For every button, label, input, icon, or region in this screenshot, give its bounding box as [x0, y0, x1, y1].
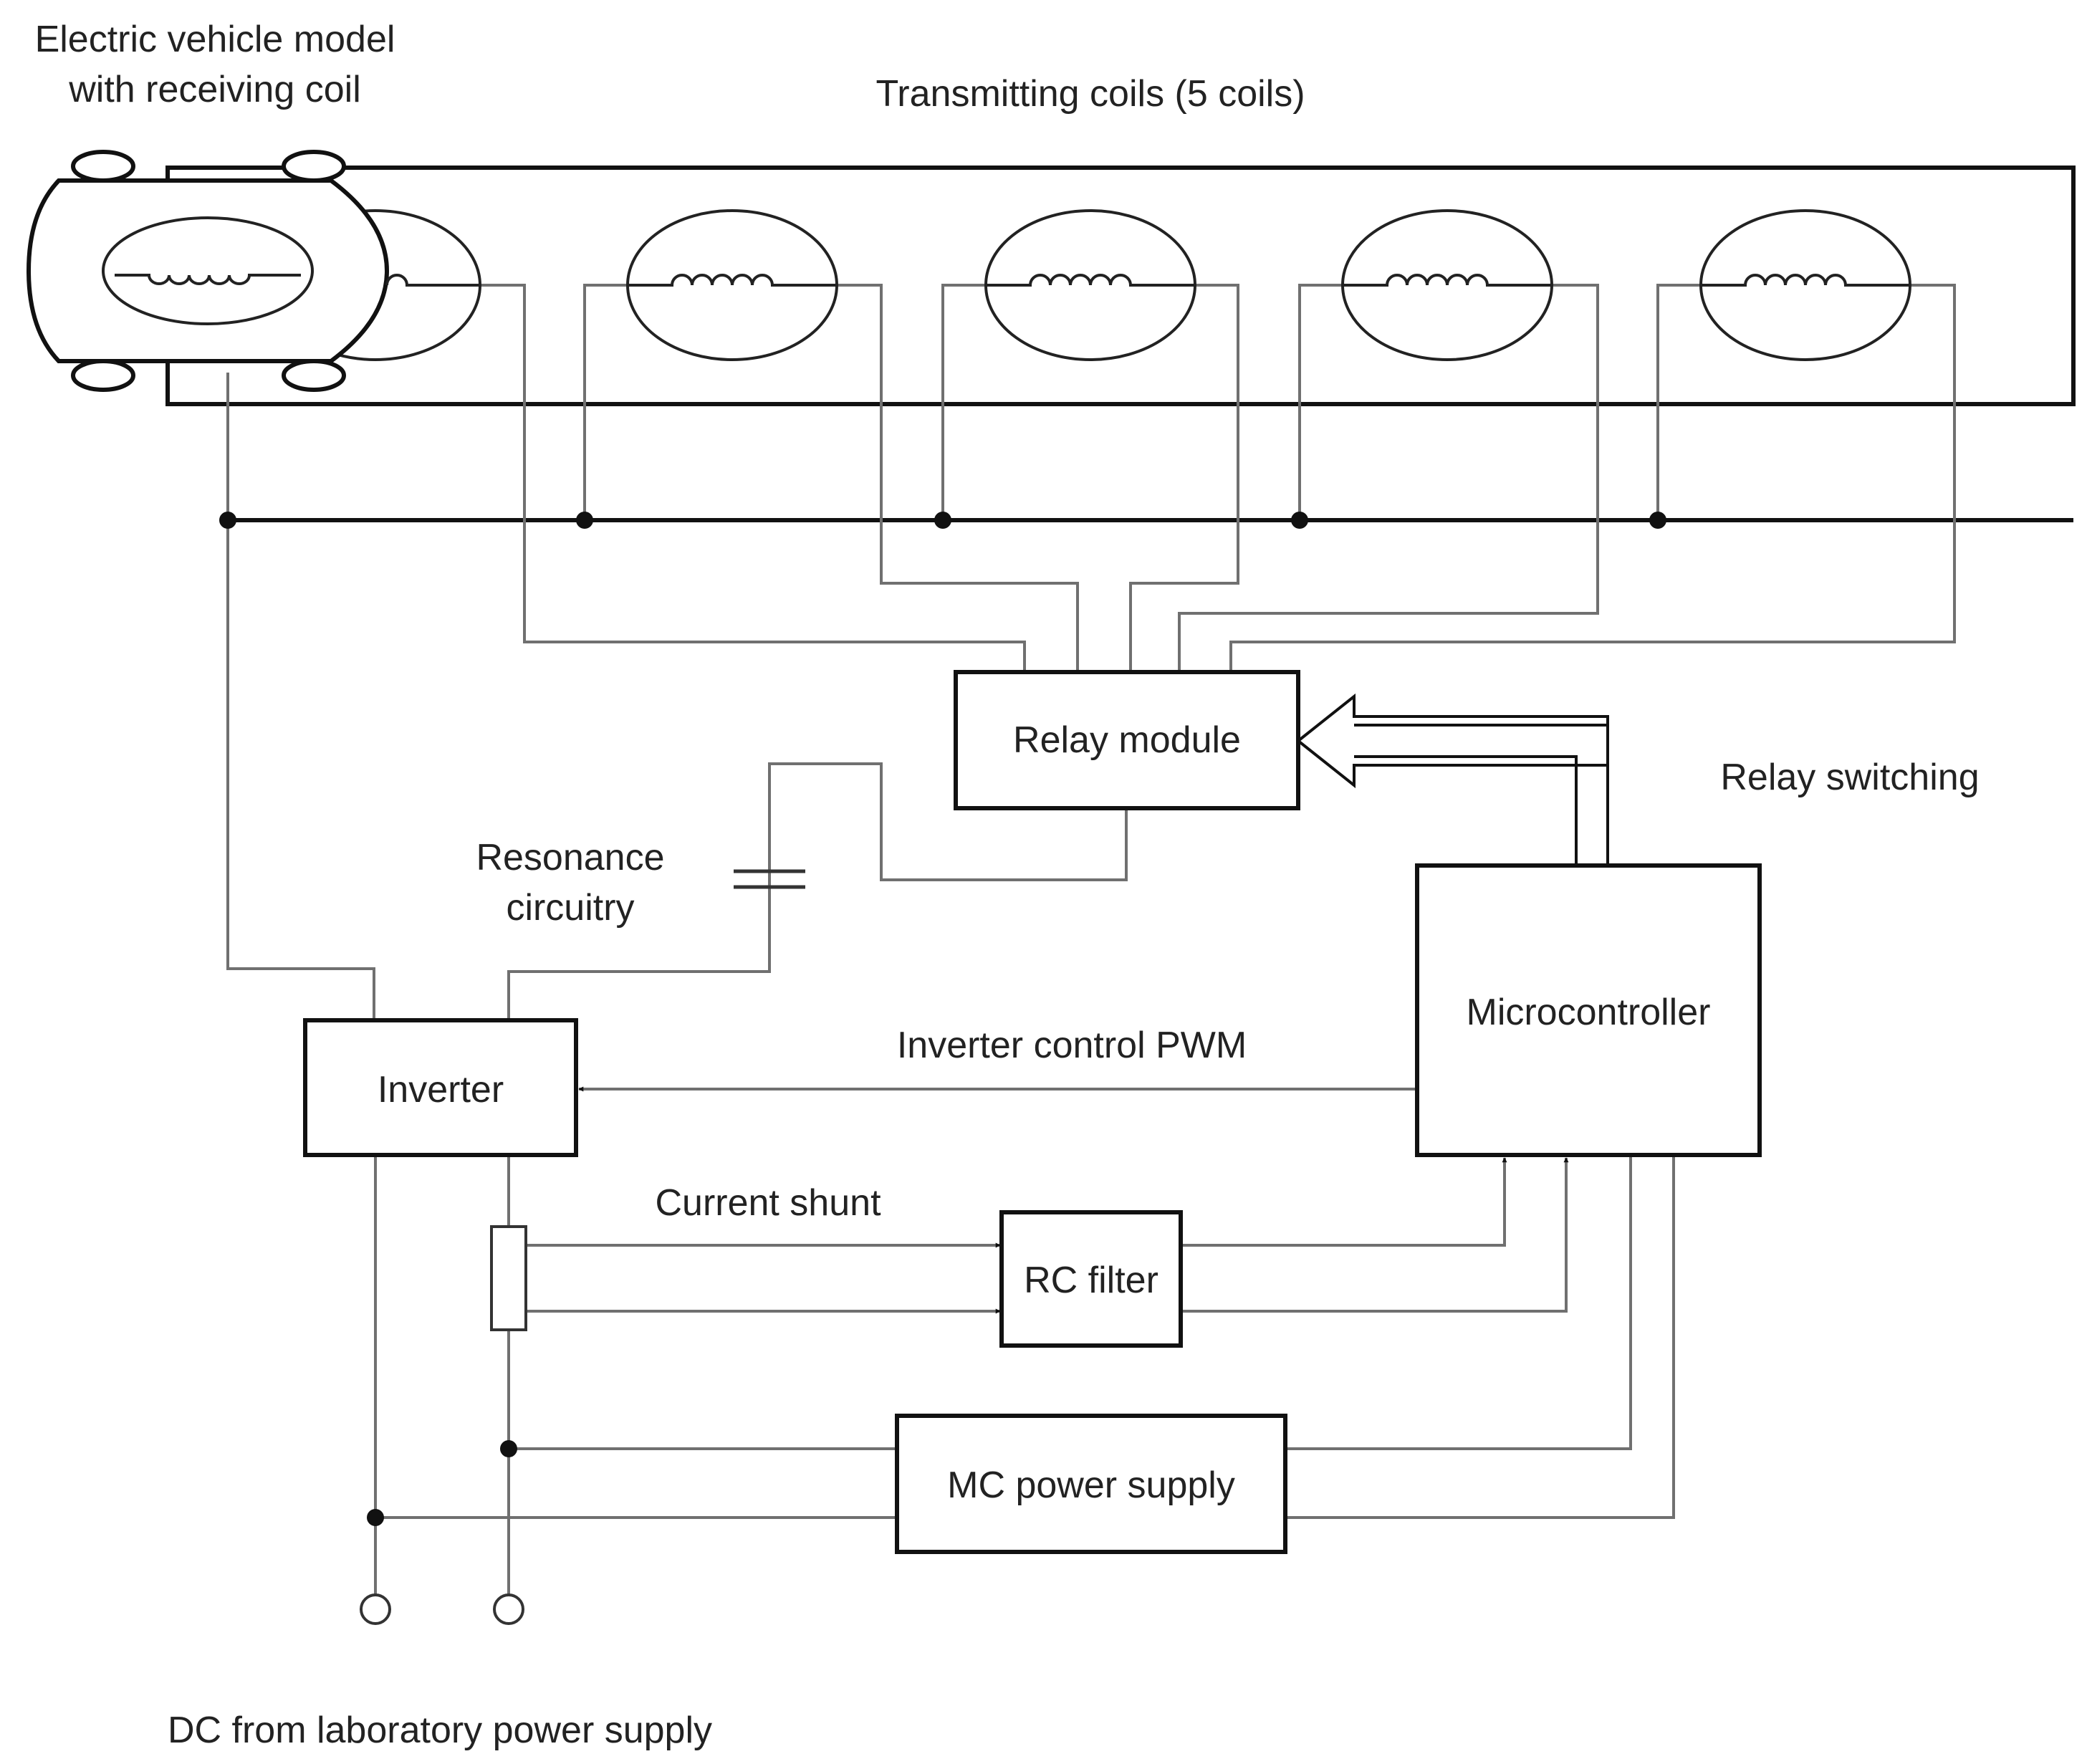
- dc-supply-label: DC from laboratory power supply: [168, 1710, 712, 1751]
- ev-model-label: Electric vehicle model: [35, 19, 395, 60]
- relay-switching-label: Relay switching: [1720, 757, 1979, 798]
- vehicle-model-icon: [26, 150, 390, 392]
- wiring: [226, 284, 1956, 1595]
- rc-filter-block: RC filter: [999, 1210, 1183, 1348]
- coil-1-winding: [385, 274, 480, 287]
- rc-filter-label: RC filter: [1024, 1260, 1158, 1301]
- microcontroller-block: Microcontroller: [1415, 863, 1762, 1157]
- dc-terminal-positive-icon: [493, 1593, 524, 1625]
- current-shunt-label: Current shunt: [655, 1182, 881, 1224]
- relay-switching-arrow-icon: [1295, 693, 1609, 864]
- current-shunt-resistor-icon: [490, 1225, 527, 1331]
- transmitting-coil-2: [626, 209, 838, 361]
- junction-dots: [219, 512, 1666, 1526]
- mc-power-supply-label: MC power supply: [947, 1465, 1235, 1506]
- dc-terminal-negative-icon: [360, 1593, 391, 1625]
- transmitting-coil-3: [984, 209, 1196, 361]
- transmitting-coil-4: [1341, 209, 1553, 361]
- resonance-capacitor-icon: [734, 869, 805, 889]
- inverter-label: Inverter: [378, 1069, 504, 1111]
- relay-module-label: Relay module: [1013, 719, 1241, 761]
- microcontroller-label: Microcontroller: [1467, 992, 1711, 1033]
- resonance-label-line2: circuitry: [506, 887, 634, 929]
- resonance-label-line1: Resonance: [476, 837, 664, 878]
- inverter-block: Inverter: [303, 1018, 578, 1157]
- mc-power-supply-block: MC power supply: [895, 1414, 1287, 1554]
- transmitting-coil-5: [1699, 209, 1911, 361]
- pwm-label: Inverter control PWM: [897, 1025, 1247, 1066]
- transmitting-coils-label: Transmitting coils (5 coils): [875, 73, 1305, 115]
- ev-coil-label: with receiving coil: [68, 69, 361, 110]
- relay-module-block: Relay module: [954, 670, 1300, 810]
